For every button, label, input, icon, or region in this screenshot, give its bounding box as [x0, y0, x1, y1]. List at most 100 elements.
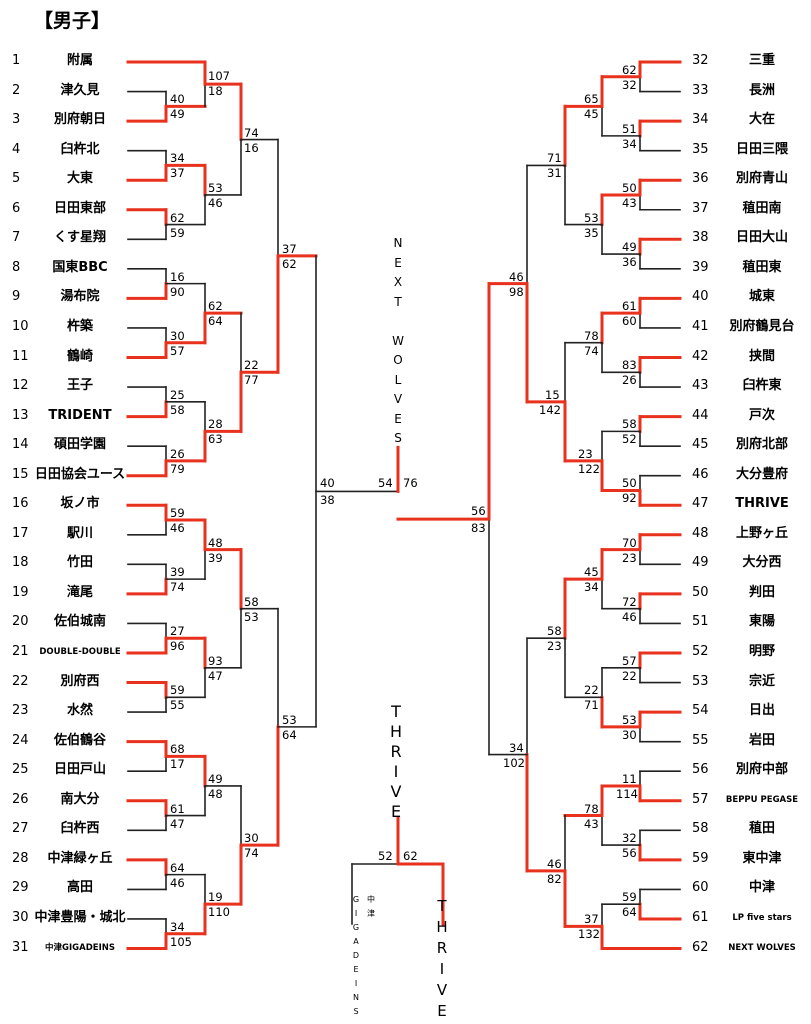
- team-name-34: 大在: [748, 112, 775, 128]
- team-name-30: 中津豊陽・城北: [34, 909, 126, 925]
- team-name-24: 佐伯鶴谷: [53, 732, 106, 748]
- score-s5b: 46: [208, 195, 223, 210]
- score-s14b: 79: [170, 461, 185, 476]
- team-number-57: 57: [692, 791, 709, 807]
- score-r7b: 36: [622, 255, 637, 270]
- final-right-label-char: H: [436, 918, 448, 936]
- final-left-label-a-char: D: [352, 951, 360, 960]
- team-number-27: 27: [12, 821, 29, 837]
- score-r10b: 74: [584, 343, 599, 358]
- score-s9b: 64: [208, 314, 223, 329]
- team-number-24: 24: [12, 732, 29, 748]
- score-s18b: 74: [170, 580, 185, 595]
- score-r26a: 78: [584, 801, 599, 816]
- team-name-41: 別府鶴見台: [729, 318, 795, 334]
- center-top-label-char: V: [393, 392, 403, 406]
- team-number-14: 14: [12, 437, 29, 453]
- team-number-34: 34: [692, 112, 709, 128]
- score-s18a: 39: [170, 565, 185, 580]
- score-r9a: 61: [622, 299, 637, 314]
- team-name-22: 別府西: [60, 673, 100, 689]
- score-s8a: 16: [170, 269, 185, 284]
- score-r1b: 32: [622, 77, 637, 92]
- score-s11a: 22: [244, 358, 259, 373]
- score-r12a: 15: [545, 387, 560, 402]
- score-r1a: 62: [622, 62, 637, 77]
- score-r6a: 53: [584, 210, 599, 225]
- score-s20a: 27: [170, 624, 185, 639]
- score-r29a: 59: [622, 890, 637, 905]
- score-s7a: 37: [282, 241, 297, 256]
- center-top-label-char: T: [394, 294, 402, 309]
- team-name-43: 臼杵東: [742, 378, 782, 394]
- score-s19a: 58: [244, 594, 259, 609]
- score-fa: 52: [378, 849, 393, 863]
- score-s16b: 46: [170, 521, 185, 536]
- team-name-50: 判田: [748, 584, 775, 600]
- team-name-28: 中津緑ヶ丘: [47, 850, 113, 866]
- score-r13b: 52: [622, 432, 637, 447]
- score-s1a: 107: [208, 69, 230, 84]
- team-name-20: 佐伯城南: [53, 614, 106, 630]
- score-r28b: 82: [547, 871, 562, 886]
- score-r4b: 31: [547, 166, 562, 181]
- score-s27a: 30: [244, 831, 259, 846]
- team-number-8: 8: [12, 259, 21, 275]
- team-number-9: 9: [12, 289, 21, 305]
- team-number-55: 55: [692, 732, 709, 748]
- team-number-32: 32: [692, 53, 709, 68]
- team-name-15: 日田協会ユース: [34, 466, 126, 482]
- team-name-17: 駅川: [66, 525, 93, 541]
- team-name-56: 別府中部: [735, 762, 788, 778]
- score-s20b: 96: [170, 639, 185, 654]
- score-s5a: 53: [208, 180, 223, 195]
- center-mid-label-char: E: [390, 802, 402, 821]
- score-r6b: 35: [584, 225, 599, 240]
- score-r3a: 51: [622, 121, 637, 136]
- score-r17b: 23: [622, 550, 637, 565]
- score-s30a: 34: [170, 919, 185, 934]
- center-top-label-char: L: [394, 372, 402, 387]
- center-top-label-char: N: [393, 236, 403, 250]
- team-number-50: 50: [692, 584, 709, 600]
- score-s2a: 40: [170, 92, 185, 107]
- team-number-3: 3: [12, 112, 21, 128]
- team-name-6: 日田東部: [53, 200, 106, 216]
- score-s27b: 74: [244, 846, 259, 861]
- team-number-11: 11: [12, 348, 29, 364]
- team-number-17: 17: [12, 525, 29, 541]
- team-name-54: 日出: [748, 703, 775, 719]
- score-s4b: 37: [170, 166, 185, 181]
- team-number-19: 19: [12, 584, 29, 600]
- center-top-label-char: [390, 312, 406, 332]
- team-number-25: 25: [12, 762, 29, 778]
- team-number-13: 13: [12, 407, 29, 423]
- score-r22b: 71: [584, 698, 599, 713]
- score-r8b: 98: [509, 284, 524, 299]
- team-number-26: 26: [12, 791, 29, 807]
- score-s10b: 57: [170, 343, 185, 358]
- final-right-label-char: R: [436, 939, 448, 957]
- score-r23b: 30: [622, 727, 637, 742]
- team-name-39: 稙田東: [742, 259, 782, 275]
- score-s13a: 28: [208, 417, 223, 432]
- team-number-18: 18: [12, 555, 29, 571]
- team-number-48: 48: [692, 525, 709, 541]
- team-number-21: 21: [12, 644, 29, 659]
- score-s28a: 64: [170, 860, 185, 875]
- team-name-7: くす星翔: [53, 230, 106, 246]
- score-s22a: 59: [170, 683, 185, 698]
- score-s29b: 110: [208, 905, 230, 920]
- final-left-label-a-char: G: [352, 895, 360, 904]
- team-number-53: 53: [692, 673, 709, 689]
- score-s3a: 74: [244, 125, 259, 140]
- score-s2b: 49: [170, 107, 185, 122]
- team-name-48: 上野ヶ丘: [735, 525, 788, 541]
- team-name-18: 竹田: [66, 555, 93, 571]
- score-r5b: 43: [622, 195, 637, 210]
- final-left-label-a-char: A: [353, 937, 359, 946]
- score-r14a: 23: [578, 446, 593, 461]
- score-s24a: 68: [170, 742, 185, 757]
- team-number-41: 41: [692, 318, 709, 334]
